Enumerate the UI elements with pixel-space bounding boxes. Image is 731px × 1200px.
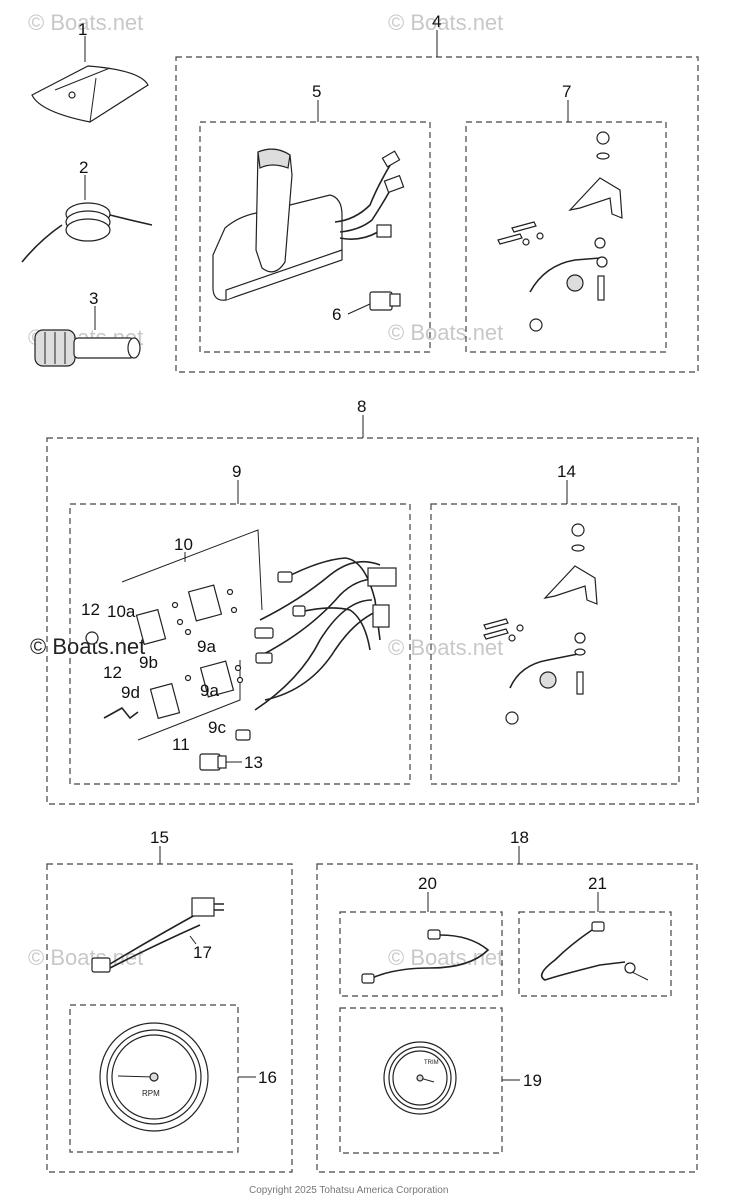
part-14-bracket-kit	[483, 523, 598, 725]
watermark: © Boats.net	[388, 10, 503, 35]
callout-9c: 9c	[208, 718, 226, 737]
part-17-harness	[91, 897, 224, 973]
part-13-connector	[199, 753, 227, 771]
copyright-text: Copyright 2025 Tohatsu America Corporati…	[249, 1185, 448, 1196]
leader-line	[137, 660, 241, 741]
part-3-hose-fitting	[34, 329, 141, 367]
group-8-box	[46, 437, 699, 805]
callout-21: 21	[588, 874, 607, 893]
part-20-trim-sender-harness	[361, 929, 490, 984]
leader-line	[189, 935, 197, 945]
callout-12: 12	[81, 600, 100, 619]
part-19-trim-gauge: TRIM	[383, 1041, 457, 1115]
part-21-trim-harness	[540, 921, 649, 981]
leader-line	[121, 529, 263, 611]
callout-1: 1	[78, 20, 87, 39]
group-5-box	[199, 121, 431, 353]
callout-5: 5	[312, 82, 321, 101]
group-15-box	[46, 863, 293, 1173]
callout-14: 14	[557, 462, 576, 481]
group-9-box	[69, 503, 411, 785]
callout-10a: 10a	[107, 602, 136, 621]
callout-6: 6	[332, 305, 341, 324]
leader-line	[347, 303, 371, 315]
callout-9: 9	[232, 462, 241, 481]
watermark: © Boats.net	[28, 945, 143, 970]
callout-11: 11	[172, 735, 190, 754]
callout-19: 19	[523, 1071, 542, 1090]
callout-18: 18	[510, 828, 529, 847]
callout-9b: 9b	[139, 653, 158, 672]
group-21-box	[518, 911, 672, 997]
watermark: © Boats.net	[388, 635, 503, 660]
callout-3: 3	[89, 289, 98, 308]
part-6-connector	[369, 291, 401, 311]
callout-8: 8	[357, 397, 366, 416]
callout-9d: 9d	[121, 683, 140, 702]
callout-16: 16	[258, 1068, 277, 1087]
tach-label: RPM	[142, 1089, 160, 1098]
callout-12-b: 12	[103, 663, 122, 682]
callout-17: 17	[193, 943, 212, 962]
group-20-box	[339, 911, 503, 997]
part-1-pouch	[31, 65, 149, 123]
watermark: © Boats.net	[388, 945, 503, 970]
part-7-bracket-kit	[497, 131, 623, 332]
callout-20: 20	[418, 874, 437, 893]
callout-9a: 9a	[197, 637, 216, 656]
group-18-box	[316, 863, 698, 1173]
part-9-switch-harness	[85, 557, 397, 741]
part-16-tachometer: RPM	[99, 1022, 209, 1132]
group-7-box	[465, 121, 667, 353]
group-14-box	[430, 503, 680, 785]
part-2-lanyard-cord	[21, 202, 153, 263]
callout-7: 7	[562, 82, 571, 101]
watermark: © Boats.net	[388, 320, 503, 345]
part-5-remote-control	[212, 148, 405, 301]
callout-15: 15	[150, 828, 169, 847]
callout-2: 2	[79, 158, 88, 177]
callout-9a-b: 9a	[200, 681, 219, 700]
callout-4: 4	[432, 12, 441, 31]
callout-13: 13	[244, 753, 263, 772]
group-16-box	[69, 1004, 239, 1153]
callout-10: 10	[174, 535, 193, 554]
watermark: © Boats.net	[28, 10, 143, 35]
trim-label: TRIM	[424, 1060, 439, 1066]
